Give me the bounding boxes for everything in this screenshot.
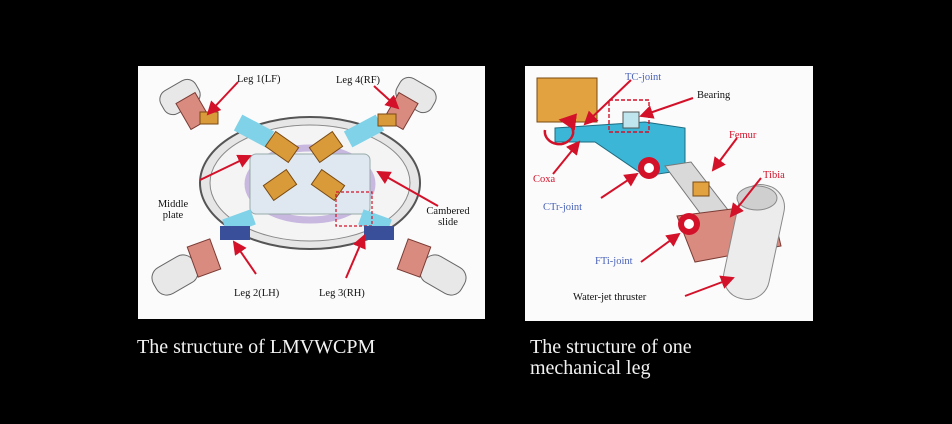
label-middle-plate: Middle plate: [157, 199, 189, 221]
arrow-cambered-slide: [376, 171, 439, 207]
lmvwcpm-structure-figure: Leg 1(LF) Leg 4(RF) Middle plate Cambere…: [138, 66, 485, 319]
leg-rh: [364, 226, 467, 296]
thruster-inlet: [736, 185, 778, 211]
base-block: [536, 77, 598, 123]
label-fti-joint: FTi-joint: [595, 256, 633, 267]
arrow-leg2: [232, 240, 257, 275]
label-ctr-joint: CTr-joint: [543, 202, 583, 213]
arrow-bearing: [639, 97, 694, 119]
arrow-femur: [711, 137, 738, 172]
caption-leg-line2: mechanical leg: [530, 357, 651, 379]
label-tc-joint: TC-joint: [625, 72, 662, 83]
label-femur: Femur: [729, 130, 757, 141]
arrow-thruster: [684, 275, 735, 297]
pad-1: [264, 130, 300, 164]
lmvwcpm-drawing: [151, 76, 467, 296]
arrow-coxa: [552, 140, 581, 175]
coxa-block-rf: [343, 114, 385, 148]
label-bearing: Bearing: [697, 90, 731, 101]
arrow-leg1: [206, 81, 239, 116]
label-water-jet-thruster: Water-jet thruster: [573, 292, 647, 303]
femur-pad: [692, 181, 710, 197]
label-leg4: Leg 4(RF): [336, 75, 381, 86]
leg-rf: [377, 76, 437, 131]
label-leg1: Leg 1(LF): [237, 74, 281, 85]
fti-joint-marker: [678, 213, 700, 235]
cambered-slide-highlight: [335, 191, 373, 227]
arrow-tibia: [729, 177, 762, 218]
mechanical-leg-figure: TC-joint Bearing Coxa Femur Tibia CTr-jo…: [525, 66, 813, 321]
leg-lh: [151, 226, 250, 296]
label-tibia: Tibia: [763, 170, 785, 181]
pad-3: [262, 168, 298, 202]
bearing: [622, 111, 640, 129]
arrow-fti-joint: [640, 232, 681, 263]
arrow-leg3: [345, 234, 366, 279]
arrow-ctr-joint: [600, 172, 639, 199]
arrow-middle-plate: [199, 154, 252, 181]
pad-2: [308, 130, 344, 164]
caption-leg-line1: The structure of one: [530, 336, 692, 358]
middle-plate: [249, 153, 371, 215]
mechanical-leg-drawing: [536, 77, 785, 300]
pad-4: [310, 168, 346, 202]
label-leg2: Leg 2(LH): [234, 288, 280, 299]
label-coxa: Coxa: [533, 174, 556, 185]
label-cambered-slide: Cambered slide: [426, 206, 470, 228]
coxa-block-lf: [233, 114, 275, 148]
leg-lf: [159, 78, 219, 131]
arrow-tc-joint: [583, 79, 632, 126]
label-leg3: Leg 3(RH): [319, 288, 365, 299]
caption-lmvwcpm: The structure of LMVWCPM: [137, 336, 376, 358]
ctr-joint-marker: [638, 157, 660, 179]
arrow-leg4: [373, 85, 400, 110]
